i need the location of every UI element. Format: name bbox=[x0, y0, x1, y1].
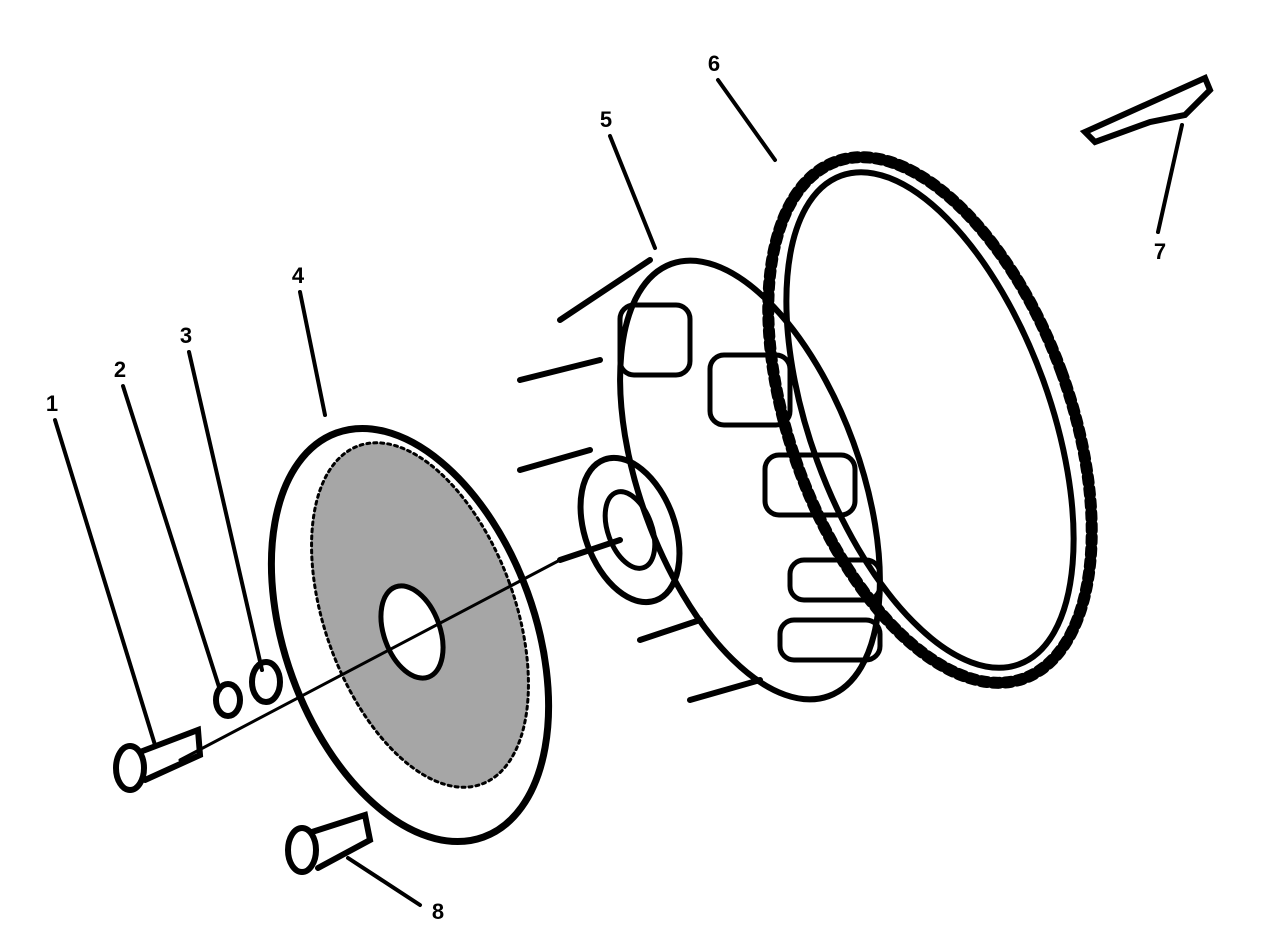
leader-line-4 bbox=[298, 290, 327, 417]
callout-5: 5 bbox=[599, 107, 613, 132]
callout-8: 8 bbox=[431, 899, 445, 924]
washer-3 bbox=[249, 659, 283, 705]
leader-line-3 bbox=[187, 350, 264, 672]
leader-line-7 bbox=[1156, 123, 1184, 234]
washer-2 bbox=[213, 681, 243, 719]
callout-7: 7 bbox=[1153, 239, 1167, 264]
bolt-1 bbox=[113, 725, 204, 793]
callout-2: 2 bbox=[113, 357, 127, 382]
ring-gear bbox=[762, 151, 1098, 689]
axis-line bbox=[178, 558, 562, 762]
leader-line-8 bbox=[346, 856, 422, 907]
part-7 bbox=[1079, 73, 1214, 146]
bolt-8 bbox=[285, 811, 374, 875]
leader-line-5 bbox=[608, 134, 657, 250]
flywheel-hub bbox=[517, 257, 883, 703]
flex-plate bbox=[267, 424, 553, 846]
callout-1: 1 bbox=[45, 391, 59, 416]
callout-6: 6 bbox=[707, 51, 721, 76]
callout-3: 3 bbox=[179, 323, 193, 348]
leader-line-2 bbox=[121, 384, 222, 692]
leader-line-6 bbox=[716, 78, 777, 162]
leader-line-1 bbox=[53, 418, 157, 747]
callout-4: 4 bbox=[291, 263, 305, 288]
